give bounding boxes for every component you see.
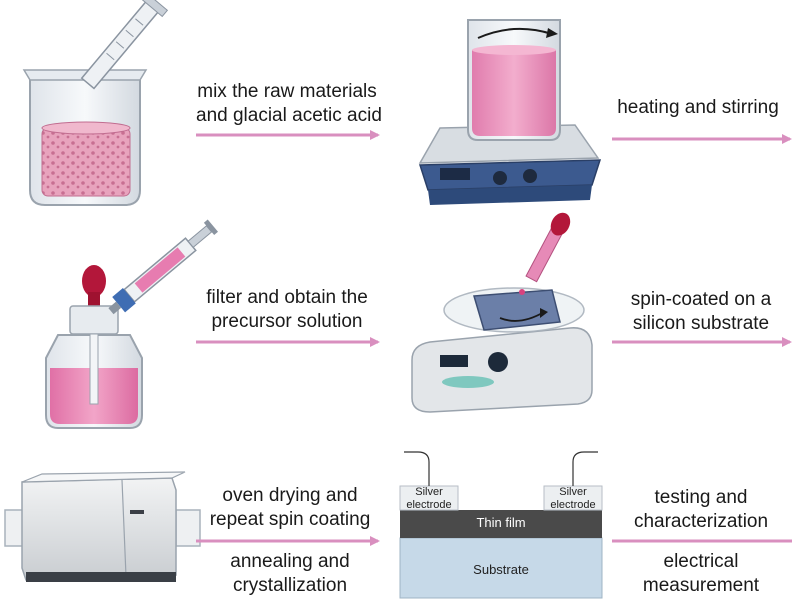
label-electrode-right-line1: Silver (559, 486, 587, 498)
label-filter: filter and obtain the precursor solution (196, 286, 378, 334)
wire-right (572, 451, 598, 486)
wire-left (404, 451, 430, 486)
label-spin-line1: spin-coated on a (630, 289, 772, 310)
label-oven-line1: oven drying and (222, 485, 358, 506)
label-anneal-line2: crystallization (232, 575, 348, 596)
dropper-bottle-icon (45, 265, 143, 429)
label-electrode-right: Silver electrode (544, 486, 602, 512)
label-oven-line2: repeat spin coating (209, 509, 371, 530)
label-electrode-left-line2: electrode (406, 499, 452, 511)
silver-electrode-left (399, 485, 459, 511)
device-cross-section (399, 451, 603, 599)
label-electrical-line2: measurement (642, 575, 760, 596)
label-oven: oven drying and repeat spin coating (196, 484, 384, 532)
beaker-raw-materials-icon (22, 0, 169, 206)
label-spin-line2: silicon substrate (632, 313, 770, 334)
label-electrode-right-line2: electrode (550, 499, 596, 511)
label-electrical: electrical measurement (608, 550, 794, 598)
label-electrical-line1: electrical (663, 551, 739, 572)
substrate-layer (399, 537, 603, 599)
label-mix: mix the raw materials and glacial acetic… (196, 80, 382, 128)
label-heat-line1: heating and stirring (617, 97, 779, 118)
syringe-filter-icon (108, 219, 218, 315)
label-substrate: Substrate (473, 562, 529, 577)
thin-film-layer (400, 510, 602, 538)
label-electrode-left-line1: Silver (415, 486, 443, 498)
label-anneal-line1: annealing and (230, 551, 350, 572)
silver-electrode-right (543, 485, 603, 511)
tube-furnace-icon (4, 471, 201, 582)
label-test-line2: characterization (633, 511, 769, 532)
spin-coater-icon (411, 212, 593, 413)
hotplate-stirrer-icon (418, 19, 602, 205)
label-anneal: annealing and crystallization (196, 550, 384, 598)
label-test-line1: testing and (654, 487, 748, 508)
label-electrode-left: Silver electrode (400, 486, 458, 512)
label-heat: heating and stirring (605, 96, 791, 120)
label-spin: spin-coated on a silicon substrate (608, 288, 794, 336)
label-mix-line1: mix the raw materials (197, 81, 377, 102)
label-test: testing and characterization (608, 486, 794, 534)
label-filter-line1: filter and obtain the (206, 287, 368, 308)
label-filter-line2: precursor solution (211, 311, 363, 332)
label-thin-film: Thin film (476, 515, 526, 530)
label-mix-line2: and glacial acetic acid (196, 105, 382, 126)
